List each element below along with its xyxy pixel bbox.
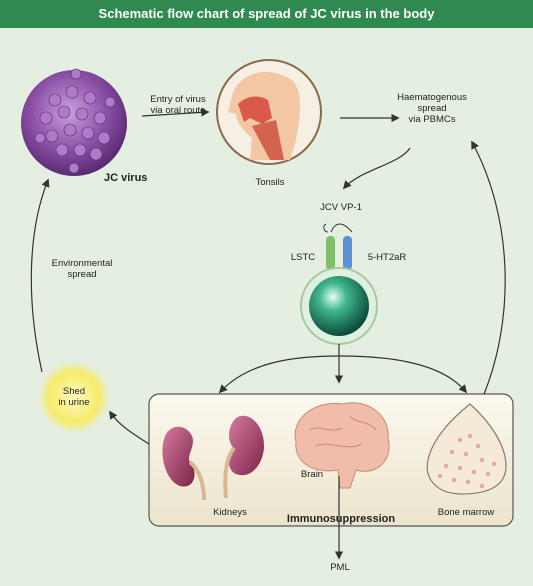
environmental-label: Environmental spread: [51, 258, 113, 280]
jc-virus-icon: [21, 68, 127, 176]
shed-label: Shed in urine: [58, 386, 90, 408]
haematogenous-label: Haematogenous spread via PBMCs: [397, 92, 467, 125]
kidneys-icon: [162, 415, 264, 501]
bone-marrow-icon: [426, 403, 507, 495]
bone-marrow-label: Bone marrow: [437, 507, 495, 518]
urine-glow-icon: [38, 361, 110, 433]
jc-virus-label: JC virus: [104, 172, 148, 184]
diagram-title: Schematic flow chart of spread of JC vir…: [0, 0, 533, 28]
brain-icon: [294, 402, 390, 489]
lstc-label: LSTC: [290, 252, 316, 263]
pml-label: PML: [330, 562, 350, 573]
kidneys-label: Kidneys: [213, 507, 247, 518]
jcv-vp1-label: JCV VP-1: [320, 202, 362, 213]
pbmc-cell-icon: [300, 267, 378, 345]
tonsils-head-icon: [216, 59, 322, 165]
flow-arrows: [30, 108, 506, 560]
tonsils-label: Tonsils: [255, 177, 285, 188]
immunosuppression-label: Immunosuppression: [286, 513, 396, 525]
receptor-icon: [323, 223, 353, 270]
ht2ar-label: 5-HT2aR: [367, 252, 407, 263]
entry-label: Entry of virus via oral route: [150, 94, 206, 116]
brain-label: Brain: [300, 469, 324, 480]
